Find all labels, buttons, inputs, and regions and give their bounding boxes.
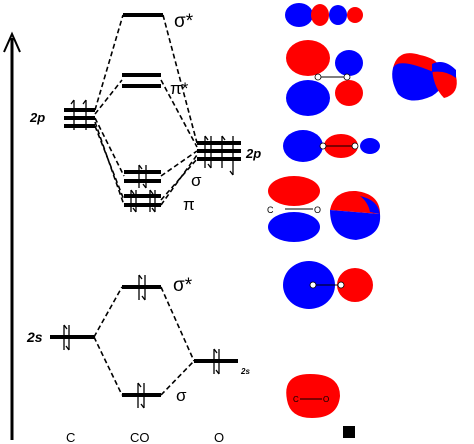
- pi-orbital-c-atom: C: [267, 205, 274, 215]
- orbital-pi-star-side: [392, 53, 457, 101]
- correlation-lines: [93, 14, 198, 396]
- left-2s-label: 2s: [26, 329, 43, 345]
- orbital-pi-side: [330, 190, 381, 240]
- orbital-pi: C O: [267, 176, 321, 242]
- orbital-sigma: [283, 130, 380, 162]
- sigma-mid-label: σ: [191, 171, 202, 190]
- carbon-label: C: [66, 430, 75, 444]
- energy-levels: [50, 13, 241, 397]
- sigma-star-lower-label: σ*: [173, 275, 193, 296]
- pi-star-label: π*: [170, 79, 189, 98]
- pi-mid-label: π: [183, 195, 195, 214]
- legend-marker: [343, 426, 355, 438]
- left-2p-label: 2p: [29, 110, 45, 125]
- sigma-lower-label: σ: [176, 386, 187, 405]
- sigma-orbital-c-atom: C: [293, 395, 299, 404]
- sigma-orbital-o-atom: O: [323, 395, 329, 404]
- orbital-pi-star: [286, 40, 363, 116]
- right-2s-label: 2s: [240, 367, 250, 376]
- electron-arrows: [63, 99, 234, 409]
- sigma-star-upper-label: σ*: [174, 11, 194, 32]
- co-label: CO: [130, 430, 150, 444]
- right-2p-label: 2p: [245, 146, 261, 161]
- energy-axis: [3, 31, 21, 440]
- pi-orbital-o-atom: O: [314, 205, 321, 215]
- oxygen-label: O: [214, 430, 224, 444]
- orbital-sigma-star-upper: [285, 3, 363, 27]
- orbital-sigma-lower: C O: [286, 374, 340, 418]
- orbital-sigma-star-lower: [283, 261, 373, 309]
